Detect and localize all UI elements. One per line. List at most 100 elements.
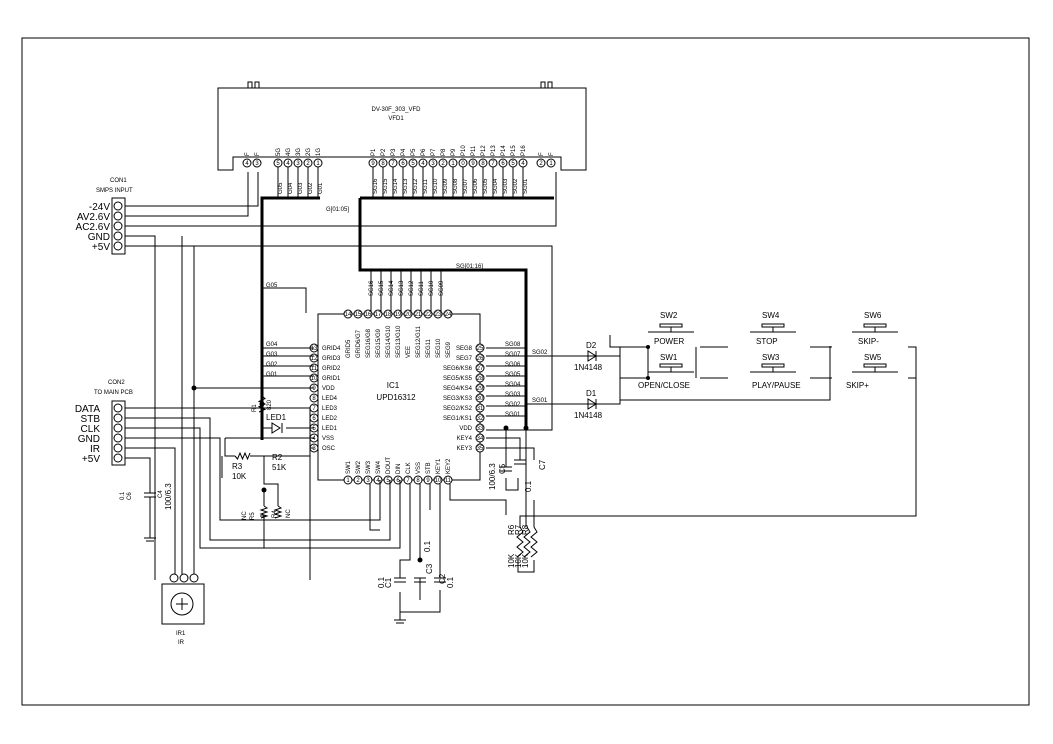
con2-name: TO MAIN PCB	[94, 390, 133, 396]
seg-net-label: SG04	[505, 382, 521, 388]
d1-ref: D1	[586, 389, 597, 398]
ic1-bottom-pin-name: STB	[426, 462, 432, 474]
r1-value: 820	[267, 399, 273, 410]
ic1-right-pin-pad	[475, 343, 485, 353]
grid-bus-label: G04	[288, 182, 294, 194]
r4-ref: R4	[272, 510, 278, 518]
r1-resistor	[257, 395, 267, 413]
con2-pin-pad	[113, 423, 123, 433]
seg-net-label: SG02	[505, 402, 521, 408]
sheet-border	[21, 37, 1030, 706]
vfd-seg-pin-label: P2	[381, 148, 387, 156]
vfd-seg-pin-label: P8	[441, 148, 447, 156]
sw3-contact	[750, 367, 796, 373]
vfd-right-pin-pad	[536, 158, 546, 168]
r7-value: 10K	[514, 553, 523, 568]
con2-pin-label: DATA	[75, 404, 101, 415]
ic1-right-pin-name: SEG1/KS1	[443, 416, 473, 422]
seg-bus-drop-label: SG14	[389, 280, 395, 296]
vfd-seg-pin-num: 2	[441, 161, 445, 167]
ir1-receiver: IR1 IR	[161, 573, 205, 646]
ic1-left-pin-name: GRID3	[322, 356, 341, 362]
ic1-top-pin-name: SEG10	[436, 338, 442, 358]
ic1-top-pin-name: SEG11	[426, 338, 432, 358]
ic1-right-pin-name: VDD	[459, 426, 472, 432]
seg-bus-drop-label: SG10	[429, 280, 435, 296]
ic1-left-pin-pad	[309, 393, 319, 403]
ic1-top-pin-num: 20	[405, 312, 412, 318]
ic1-right-pin-num: 29	[477, 386, 484, 392]
ic1-bottom-pin-num: 1	[346, 478, 350, 484]
r5-ref: R5	[250, 512, 256, 520]
grid-bus-label: G03	[298, 182, 304, 194]
con2-pin-pad	[113, 443, 123, 453]
ic1-right-pin-name: SEG6/KS6	[443, 366, 473, 372]
vfd-grid-pin-label: 5G	[276, 148, 282, 156]
seg-bus-label: SG04	[493, 178, 499, 194]
switches: SW2POWERSW1OPEN/CLOSESW4STOPSW3PLAY/PAUS…	[638, 311, 898, 390]
wires	[125, 172, 917, 624]
ic1-top-pin-pad	[433, 309, 443, 319]
ic1-left-pin-num: 7	[312, 406, 316, 412]
con1-pin-label: +5V	[92, 242, 110, 253]
con1-pin-pad	[113, 241, 123, 251]
seg-bus-label: SG01	[523, 178, 529, 194]
ic1-top-pin-num: 21	[415, 312, 422, 318]
ic1-top-pin-name: SEG13/G10	[396, 325, 402, 358]
ic1-bottom-pin-name: SW2	[356, 460, 362, 474]
ic1-top-pin-num: 22	[425, 312, 432, 318]
ic1-right-pin-num: 28	[477, 376, 484, 382]
ic1-bottom-pin-num: 7	[406, 478, 410, 484]
ic1-right-pin-num: 25	[477, 346, 484, 352]
ic1-right-pin-name: SEG5/KS5	[443, 376, 473, 382]
ic1-right-pin-num: 30	[477, 396, 484, 402]
ic1-right-pin-num: 31	[477, 406, 484, 412]
con1-pin-label: GND	[88, 232, 110, 243]
ic1-right-pin-num: 33	[477, 426, 484, 432]
ic1-top-pin-name: SEG14/G10	[386, 325, 392, 358]
ic1-bottom-pin-num: 3	[366, 478, 370, 484]
vfd-title: DV-30F_303_VFD	[371, 107, 421, 113]
seg-net-label: SG03	[505, 392, 521, 398]
ic1-left-pin-name: LED1	[322, 426, 338, 432]
sw2-button-cap	[659, 323, 683, 328]
sw4-contact	[750, 327, 796, 333]
ic1-bottom-pin-name: SW4	[376, 460, 382, 474]
vfd-seg-pin-label: P7	[431, 148, 437, 156]
seg-bus-label: SG03	[503, 178, 509, 194]
vfd-seg-pin-num: 1	[451, 161, 455, 167]
ic1-top-pin-num: 24	[445, 312, 452, 318]
vfd-seg-pin-label: P12	[481, 145, 487, 156]
vfd-seg-pin-num: 4	[421, 161, 425, 167]
ic1-ref: IC1	[387, 381, 400, 390]
ic1-right-pin-pad	[475, 413, 485, 423]
sw2-contact	[648, 327, 694, 333]
r8-ref: R8	[521, 524, 530, 535]
vfd-ref: VFD1	[388, 116, 404, 122]
sw6-button-cap	[863, 323, 887, 328]
sg02-net-label: SG02	[532, 350, 548, 356]
sw3-function: PLAY/PAUSE	[752, 381, 801, 390]
ic1-bottom-pin-pad	[343, 475, 353, 485]
sw1-contact	[648, 367, 694, 373]
grid-bus-name: G[01:05]	[326, 207, 349, 213]
vfd-left-pin-num: 4	[245, 161, 249, 167]
ir1-ref: IR1	[176, 631, 186, 637]
vfd-seg-pin-label: P4	[401, 148, 407, 156]
c6-ref: C6	[127, 492, 133, 500]
ic1-top-pin-pad	[443, 309, 453, 319]
r3-value: 10K	[232, 472, 247, 481]
ic1-right-pin-name: SEG2/KS2	[443, 406, 473, 412]
ic1-top-pin-pad	[413, 309, 423, 319]
c5-capacitor	[500, 436, 512, 472]
vfd-seg-pin-label: P10	[461, 145, 467, 156]
ic1-right-pin-num: 26	[477, 356, 484, 362]
sw5-function: SKIP+	[846, 381, 869, 390]
sw2-function: POWER	[654, 337, 684, 346]
ic1-left-pin-num: 11	[311, 366, 318, 372]
ic1-left-pin-name: OSC	[322, 446, 336, 452]
vfd-seg-pin-num: 6	[501, 161, 505, 167]
